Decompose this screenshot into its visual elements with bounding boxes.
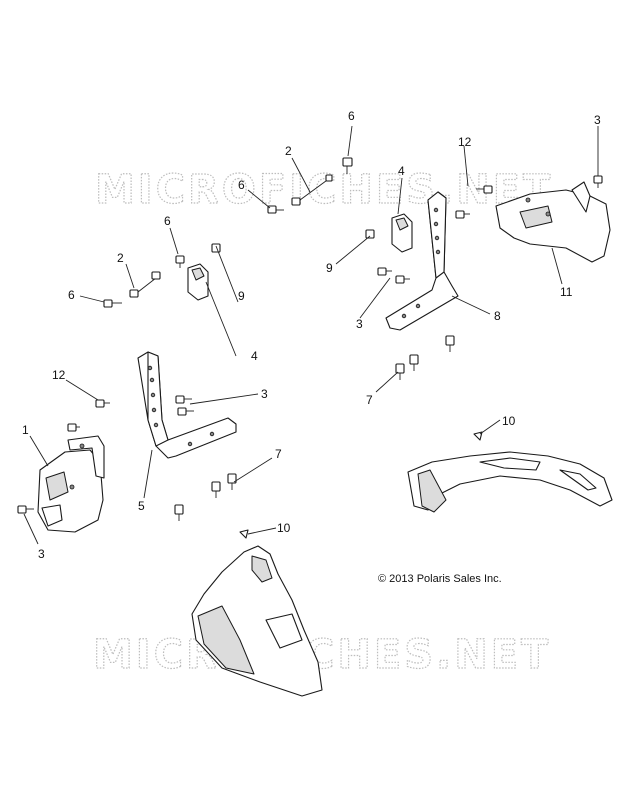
callout-4-right: 4	[398, 164, 405, 178]
callout-2-top: 2	[285, 144, 292, 158]
copyright-notice: © 2013 Polaris Sales Inc.	[378, 573, 502, 585]
callout-7-right: 7	[366, 393, 373, 407]
callout-7-left: 7	[275, 447, 282, 461]
callout-1: 1	[22, 423, 29, 437]
watermark-bottom: MICROFICHES.NET	[93, 632, 551, 678]
callout-9-right: 9	[326, 261, 333, 275]
callout-3-top-right: 3	[594, 113, 601, 127]
callout-3-mid: 3	[261, 387, 268, 401]
callout-leaders	[23, 125, 599, 545]
callout-5: 5	[138, 499, 145, 513]
part-5-bracket	[137, 351, 237, 459]
callout-3-right: 3	[356, 317, 363, 331]
callout-3-bottom-left: 3	[38, 547, 45, 561]
callout-6-top: 6	[348, 109, 355, 123]
callout-10-left: 10	[277, 521, 291, 535]
part-4-clamp-left	[187, 263, 209, 301]
callout-10-right: 10	[502, 414, 516, 428]
callout-8: 8	[494, 309, 501, 323]
callout-12-left: 12	[52, 368, 66, 382]
part-8-bracket	[385, 191, 459, 331]
part-1-bracket	[37, 435, 105, 533]
callout-6-far-left: 6	[68, 288, 75, 302]
callout-4-left: 4	[251, 349, 258, 363]
part-11-bracket	[495, 181, 611, 263]
callout-6-mid: 6	[238, 178, 245, 192]
watermark-top: MICROFICHES.NET	[95, 167, 553, 213]
fender-panel-center	[191, 545, 323, 697]
part-4-clamp-right	[391, 213, 413, 253]
fasteners	[17, 157, 603, 539]
callout-11: 11	[560, 285, 573, 299]
callout-9-left: 9	[238, 289, 245, 303]
fender-panel-right	[407, 451, 613, 513]
callout-2-left: 2	[117, 251, 124, 265]
callout-6-left: 6	[164, 214, 171, 228]
callout-12-right: 12	[458, 135, 472, 149]
